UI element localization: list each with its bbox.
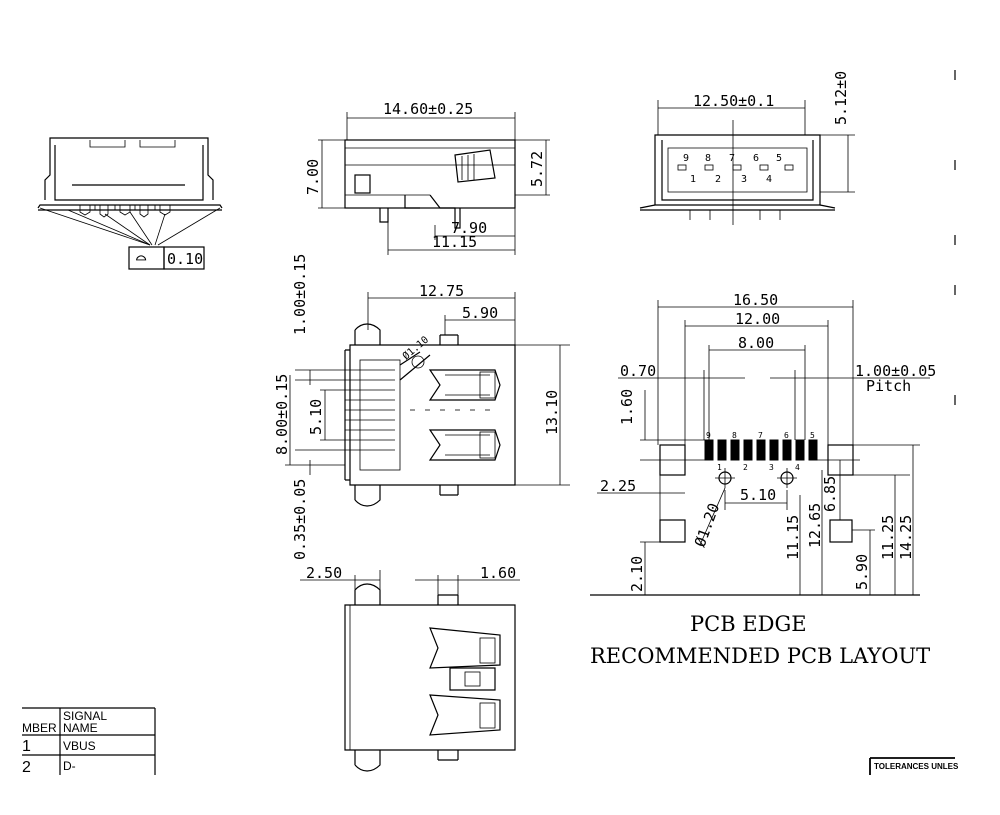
table-row-2-name: D- — [63, 759, 76, 773]
end-pin-4: 4 — [766, 174, 772, 185]
tolerance-note: TOLERANCES UNLES — [874, 762, 959, 771]
top-dim-100: 1.00±0.15 — [291, 254, 309, 335]
pcb-dim-225: 2.25 — [600, 477, 636, 495]
pcb-dim-1200: 12.00 — [735, 310, 780, 328]
pcb-pin-6: 6 — [784, 431, 789, 440]
pcb-pin-9: 9 — [706, 431, 711, 440]
top-view: 12.75 5.90 13.10 1.00±0.15 8.00±0.15 5.1… — [273, 254, 570, 560]
flatness-symbol: ⌓ — [136, 249, 147, 269]
front-view: ⌓ 0.10 — [37, 137, 223, 270]
end-pin-3: 3 — [741, 174, 747, 185]
pcb-pin-4: 4 — [795, 463, 800, 472]
pcb-dim-dia120: Ø1.20 — [691, 501, 723, 550]
pcb-edge-label: PCB EDGE — [690, 612, 807, 636]
end-pin-5: 5 — [776, 153, 782, 164]
pcb-dim-685: 6.85 — [821, 476, 839, 512]
end-pin-1: 1 — [690, 174, 696, 185]
bottom-dim-250: 2.50 — [306, 564, 342, 582]
pcb-dim-210: 2.10 — [628, 556, 646, 592]
side-inner-height-dim: 5.72 — [528, 151, 546, 187]
end-width-dim: 12.50±0.1 — [693, 92, 774, 110]
pcb-pin-1: 1 — [717, 463, 722, 472]
pcb-dim-1115: 11.15 — [784, 515, 802, 560]
pcb-dim-070: 0.70 — [620, 362, 656, 380]
top-dim-1310: 13.10 — [543, 390, 561, 435]
end-pin-8: 8 — [705, 153, 711, 164]
pcb-dim-1425: 14.25 — [897, 515, 915, 560]
pcb-pin-2: 2 — [743, 463, 748, 472]
bottom-dim-160: 1.60 — [480, 564, 516, 582]
table-header-signal: SIGNAL — [63, 709, 107, 723]
pcb-dim-pitch: 1.00±0.05 — [855, 362, 936, 380]
end-pin-7: 7 — [729, 153, 735, 164]
table-header-name: NAME — [63, 721, 98, 735]
table-header-number: MBER — [22, 721, 57, 735]
side-height-dim: 7.00 — [304, 159, 322, 195]
end-pin-6: 6 — [753, 153, 759, 164]
pcb-pin-8: 8 — [732, 431, 737, 440]
top-dim-590: 5.90 — [462, 304, 498, 322]
pcb-dim-1125: 11.25 — [879, 515, 897, 560]
pcb-pin-pads — [704, 439, 818, 461]
side-dim-1115: 11.15 — [432, 233, 477, 251]
pcb-dim-1650: 16.50 — [733, 291, 778, 309]
signal-table: MBER SIGNAL NAME 1 VBUS 2 D- — [22, 707, 156, 776]
side-view: 14.60±0.25 7.00 5.72 7.90 11.15 — [304, 100, 550, 255]
pcb-pin-5: 5 — [810, 431, 815, 440]
side-dim-790: 7.90 — [451, 219, 487, 237]
top-dim-035: 0.35±0.05 — [291, 479, 309, 560]
pcb-layout: 9 8 7 6 5 1 2 3 4 16.50 12.00 8.00 0.70 — [590, 291, 936, 668]
pcb-pin-7: 7 — [758, 431, 763, 440]
top-dim-510: 5.10 — [307, 399, 325, 435]
flatness-value: 0.10 — [167, 250, 203, 268]
table-row-2-number: 2 — [22, 759, 31, 776]
pcb-layout-caption: RECOMMENDED PCB LAYOUT — [590, 644, 930, 668]
pcb-dim-1265: 12.65 — [806, 503, 824, 548]
table-row-1-number: 1 — [22, 738, 31, 755]
end-pin-9: 9 — [683, 153, 689, 164]
title-block-fragment: TOLERANCES UNLES — [869, 70, 959, 775]
end-pin-2: 2 — [715, 174, 721, 185]
bottom-view: 2.50 1.60 — [300, 564, 520, 772]
pcb-dim-590: 5.90 — [853, 554, 871, 590]
side-width-dim: 14.60±0.25 — [383, 100, 473, 118]
end-view: 9 8 7 6 5 1 2 3 4 12.50±0.1 5.12±0 — [639, 71, 855, 225]
table-row-1-name: VBUS — [63, 739, 96, 753]
top-dim-800: 8.00±0.15 — [273, 374, 291, 455]
pcb-pin-3: 3 — [769, 463, 774, 472]
pcb-dim-510: 5.10 — [740, 486, 776, 504]
top-dim-1275: 12.75 — [419, 282, 464, 300]
pcb-dim-160: 1.60 — [618, 389, 636, 425]
pcb-dim-800: 8.00 — [738, 334, 774, 352]
pcb-pitch-label: Pitch — [866, 377, 911, 395]
end-height-dim: 5.12±0 — [832, 71, 850, 125]
